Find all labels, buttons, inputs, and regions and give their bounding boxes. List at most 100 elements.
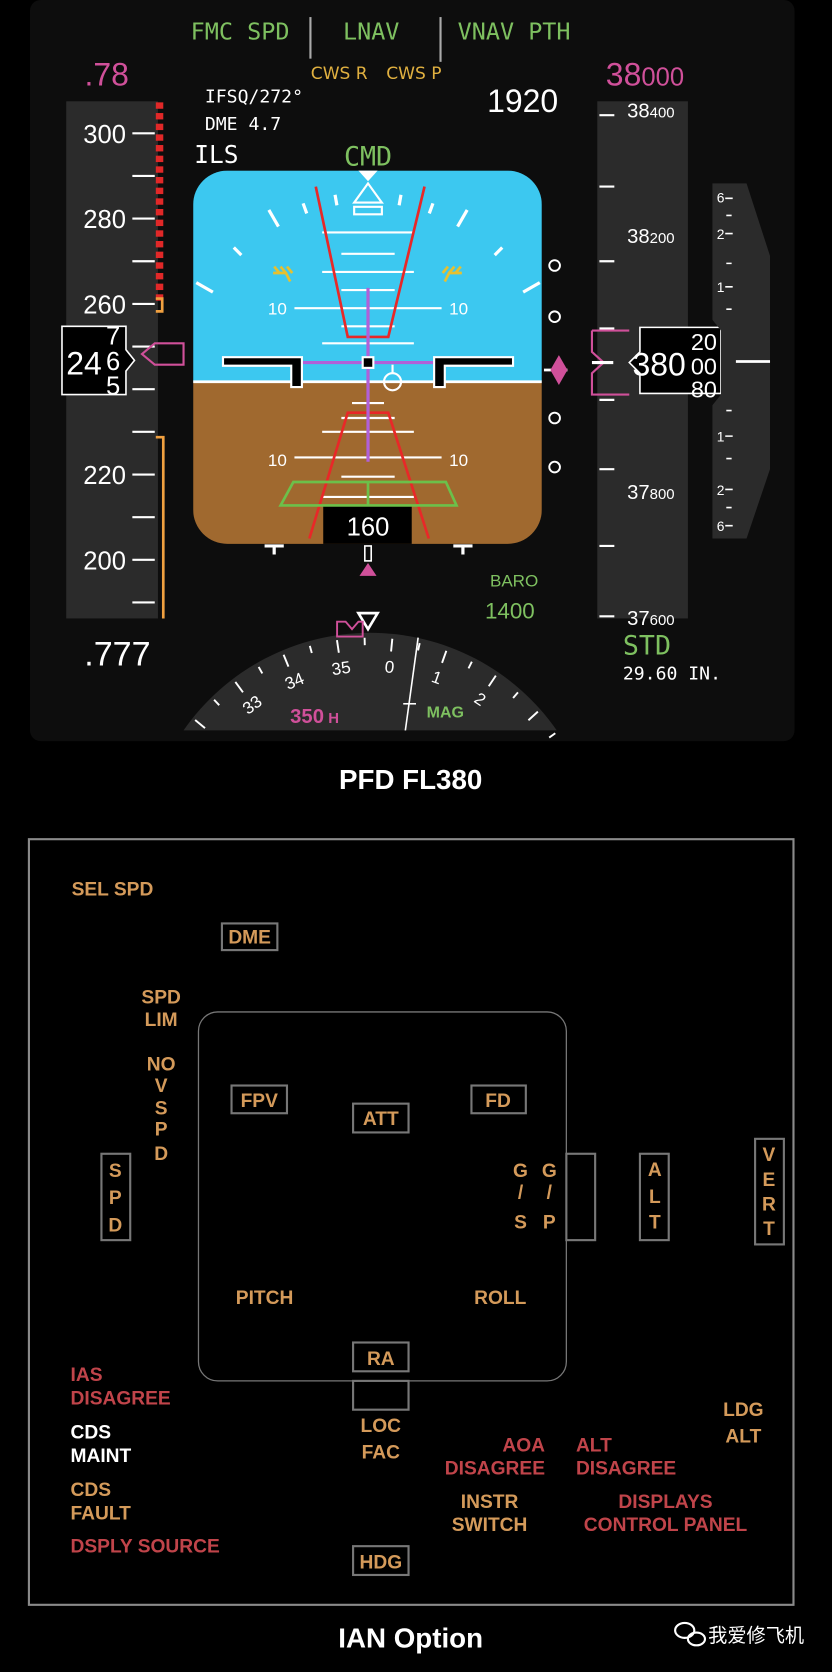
- svg-text:24: 24: [66, 345, 102, 381]
- bank-angle-tick: [522, 281, 541, 294]
- selected-mach: .78: [85, 56, 129, 92]
- overspeed-barber-pole: [155, 262, 164, 269]
- selected-altitude: 38000: [606, 56, 684, 92]
- heading-label: 0: [384, 657, 395, 677]
- selected-speed-bug: [140, 342, 185, 366]
- baro-setting: 29.60 IN.: [623, 663, 721, 684]
- heading-tick: [441, 650, 448, 664]
- glideslope-pointer: [550, 355, 568, 385]
- min-speed-bar: [155, 435, 165, 619]
- altitude-label: 38400: [627, 100, 674, 122]
- speed-label: 260: [83, 292, 126, 320]
- overspeed-barber-pole: [155, 177, 164, 184]
- nav-source: ILS: [194, 140, 238, 169]
- overspeed-barber-pole: [155, 102, 164, 109]
- heading-reference: MAG: [427, 705, 464, 722]
- minimums-label: BARO: [490, 571, 538, 590]
- bank-angle-tick: [195, 281, 214, 294]
- alt-flag-box: [638, 1152, 670, 1242]
- pitch-flag: PITCH: [236, 1288, 294, 1309]
- sel-spd-flag: SEL SPD: [72, 880, 154, 901]
- dsply-source-flag: DSPLY SOURCE: [71, 1537, 220, 1558]
- ian-panel: [27, 838, 795, 1606]
- svg-text:5: 5: [106, 373, 120, 401]
- dme-flag: DME: [228, 928, 271, 949]
- overspeed-barber-pole: [155, 283, 164, 291]
- cws-p-annunciator: CWS P: [386, 64, 441, 84]
- altitude-readout: 380 20 00 80: [628, 326, 722, 403]
- att-flag: ATT: [363, 1109, 399, 1130]
- overspeed-barber-pole: [155, 145, 164, 152]
- bank-angle-tick: [301, 202, 309, 214]
- hdg-flag-box: [352, 1545, 410, 1577]
- hdg-flag: HDG: [359, 1553, 402, 1574]
- pitch-label: 10: [268, 451, 287, 470]
- radio-height: 160: [347, 513, 390, 541]
- ra-flag: RA: [367, 1349, 395, 1370]
- overspeed-barber-pole: [155, 198, 164, 205]
- heading-tick: [234, 681, 244, 693]
- altitude-label: 37800: [627, 482, 674, 504]
- bank-angle-tick: [397, 194, 403, 206]
- ap-status: CMD: [344, 141, 392, 172]
- overspeed-barber-pole: [155, 209, 164, 216]
- speed-label: 300: [83, 121, 126, 149]
- speed-readout: 24 7 6 5: [61, 322, 136, 401]
- overspeed-barber-pole: [155, 240, 164, 248]
- heading-tick: [336, 639, 340, 653]
- pfd-caption: PFD FL380: [339, 764, 482, 795]
- vert-flag-box: [754, 1137, 785, 1246]
- speed-label: 280: [83, 206, 126, 234]
- speed-label: 220: [83, 462, 126, 490]
- gp-flag: G/P: [542, 1161, 557, 1233]
- heading-tick: [527, 710, 539, 721]
- pitch-label: 10: [449, 451, 468, 470]
- overspeed-barber-pole: [155, 251, 164, 259]
- loc-flag-box: [352, 1379, 410, 1411]
- heading-tick: [308, 645, 313, 654]
- overspeed-barber-pole: [155, 219, 164, 227]
- wechat-icon: [674, 1621, 707, 1647]
- aircraft-symbol: [221, 356, 515, 389]
- mach-readout: .777: [84, 635, 150, 673]
- bank-angle-tick: [427, 202, 435, 214]
- watermark: 我爱修飞机: [708, 1624, 804, 1647]
- baro-mode: STD: [623, 631, 671, 662]
- heading-label: 35: [330, 658, 352, 680]
- spd-flag-box: [100, 1152, 132, 1242]
- heading-tick: [417, 642, 421, 651]
- roll-flag: ROLL: [474, 1288, 527, 1309]
- fpv-flag: FPV: [241, 1091, 279, 1112]
- bank-angle-tick: [456, 209, 469, 228]
- radio-altitude: 1920: [487, 83, 558, 119]
- amber-bug: [155, 297, 164, 313]
- cws-r-annunciator: CWS R: [311, 64, 368, 84]
- track-line: [404, 637, 419, 731]
- altitude-label: 38200: [627, 226, 674, 248]
- svg-text:20: 20: [691, 329, 717, 355]
- bank-angle-tick: [493, 246, 504, 257]
- overspeed-barber-pole: [155, 123, 164, 131]
- dme-distance: DME 4.7: [205, 114, 281, 135]
- ra-flag-box: [352, 1341, 410, 1373]
- heading-tick: [282, 654, 290, 667]
- heading-tick: [467, 661, 473, 669]
- fd-flag: FD: [485, 1091, 511, 1112]
- pitch-label: 10: [449, 300, 468, 319]
- svg-text:1: 1: [717, 428, 725, 444]
- vertical-speed-indicator: 6 2 1 1 2 6: [712, 183, 771, 539]
- heading-tick: [390, 638, 394, 652]
- att-flag-box: [352, 1102, 410, 1134]
- svg-text:6: 6: [717, 518, 725, 534]
- fpa-ticks: [264, 544, 473, 555]
- svg-text:1: 1: [717, 279, 725, 295]
